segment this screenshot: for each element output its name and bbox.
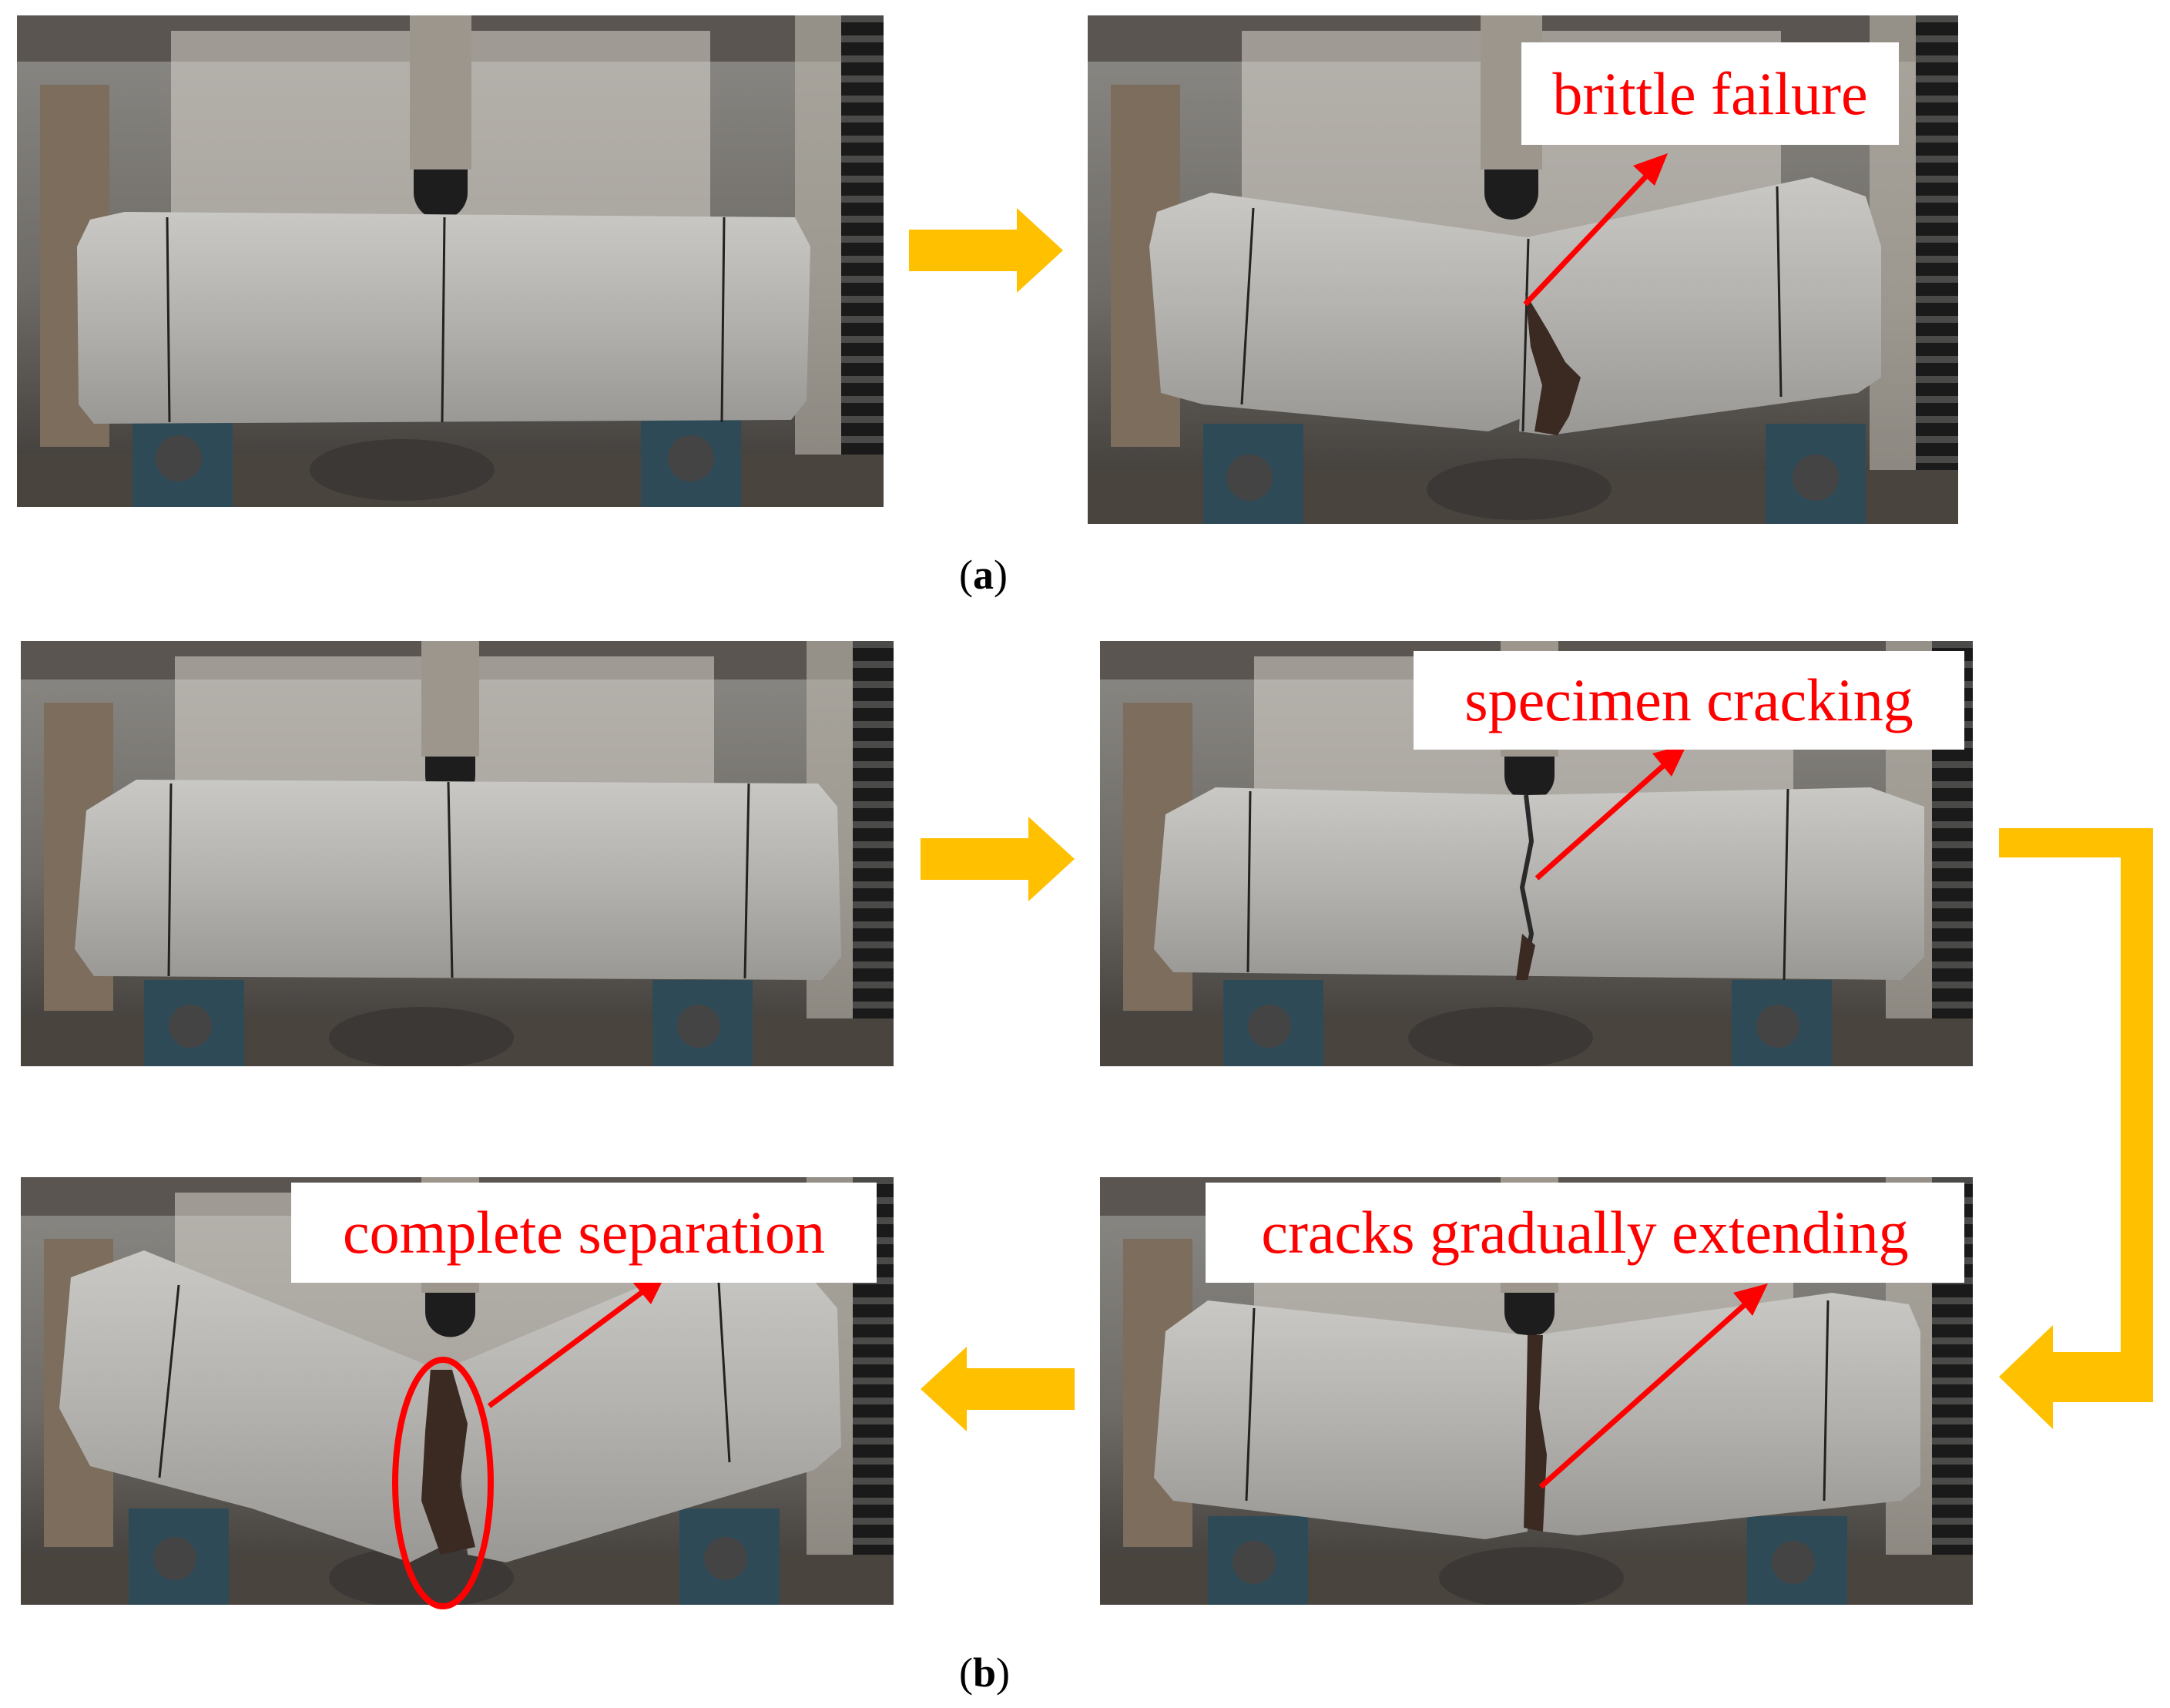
pointer-arrow-brittle [1523,153,1668,307]
caption-a: (a) [959,552,1008,598]
pointer-arrow-cracking [1534,744,1687,881]
flow-bracket-arrow-down [1999,828,2153,1429]
flow-arrow-left-b [921,1347,1075,1431]
caption-b-label: b [972,1649,997,1696]
photo-b-initial [21,641,894,1066]
pointer-arrow-separation [487,1273,666,1408]
flow-arrow-right-b [921,817,1075,901]
pointer-arrow-extending [1538,1284,1768,1489]
annotation-cracks-extending: cracks gradually extending [1206,1183,1964,1283]
annotation-brittle-failure: brittle failure [1521,42,1899,145]
photo-a-intact [17,15,884,507]
caption-b: (b) [959,1649,1011,1696]
flow-arrow-right-a [909,208,1063,293]
annotation-specimen-cracking: specimen cracking [1414,651,1964,750]
caption-a-label: a [972,552,994,598]
highlight-ellipse-separation [392,1357,494,1609]
annotation-complete-separation: complete separation [291,1183,877,1283]
